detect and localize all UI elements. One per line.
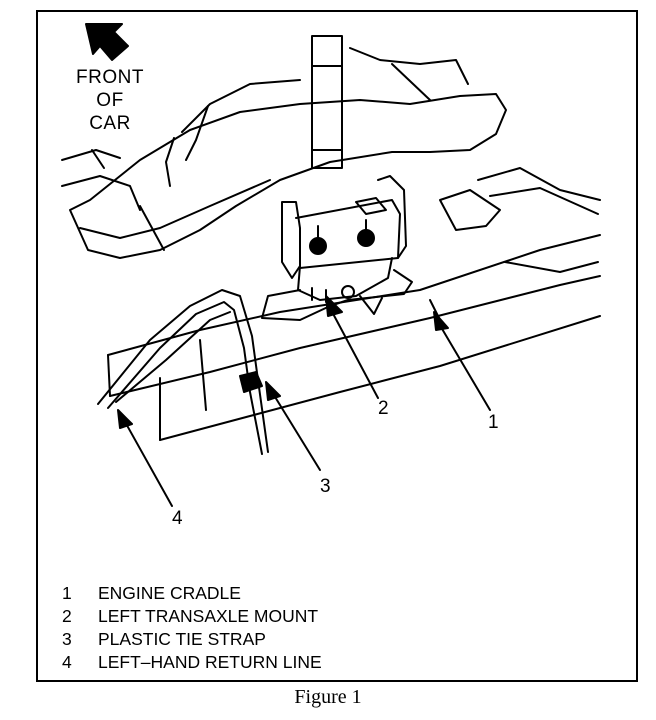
legend-number: 3 (62, 629, 72, 649)
arrowhead-4 (117, 409, 133, 429)
transaxle-mount (261, 175, 413, 321)
legend-number: 4 (62, 652, 72, 672)
legend-row: 1 ENGINE CRADLE (62, 582, 322, 605)
front-label-line-2: OF (96, 90, 124, 111)
legend-text: LEFT–HAND RETURN LINE (98, 652, 322, 672)
callout-leaders (117, 295, 491, 507)
callout-2: 2 (378, 398, 389, 419)
leader-4 (123, 419, 173, 507)
legend-text: LEFT TRANSAXLE MOUNT (98, 606, 319, 626)
legend: 1 ENGINE CRADLE 2 LEFT TRANSAXLE MOUNT 3… (62, 582, 322, 674)
legend-number: 2 (62, 606, 72, 626)
legend-number: 1 (62, 583, 72, 603)
arrowhead-2 (325, 295, 343, 317)
engine-cradle (107, 167, 601, 441)
legend-row: 2 LEFT TRANSAXLE MOUNT (62, 605, 322, 628)
arrowhead-3 (265, 381, 281, 401)
leader-2 (329, 307, 379, 399)
figure-frame (36, 10, 638, 682)
legend-text: PLASTIC TIE STRAP (98, 629, 266, 649)
leader-1 (437, 321, 491, 411)
front-label-line-1: FRONT (76, 67, 144, 88)
legend-row: 3 PLASTIC TIE STRAP (62, 628, 322, 651)
legend-row: 4 LEFT–HAND RETURN LINE (62, 651, 322, 674)
front-label-line-3: CAR (89, 113, 131, 134)
front-of-car-arrow-icon (85, 23, 129, 61)
figure-caption: Figure 1 (294, 686, 362, 708)
front-label: FRONT OF CAR (62, 66, 158, 135)
arrowhead-1 (433, 311, 449, 331)
callout-3: 3 (320, 476, 331, 497)
transaxle-bracket (61, 35, 507, 259)
legend-text: ENGINE CRADLE (98, 583, 241, 603)
leader-3 (271, 391, 321, 471)
callout-4: 4 (172, 508, 183, 529)
return-line-hose (97, 289, 269, 455)
callout-1: 1 (488, 412, 499, 433)
